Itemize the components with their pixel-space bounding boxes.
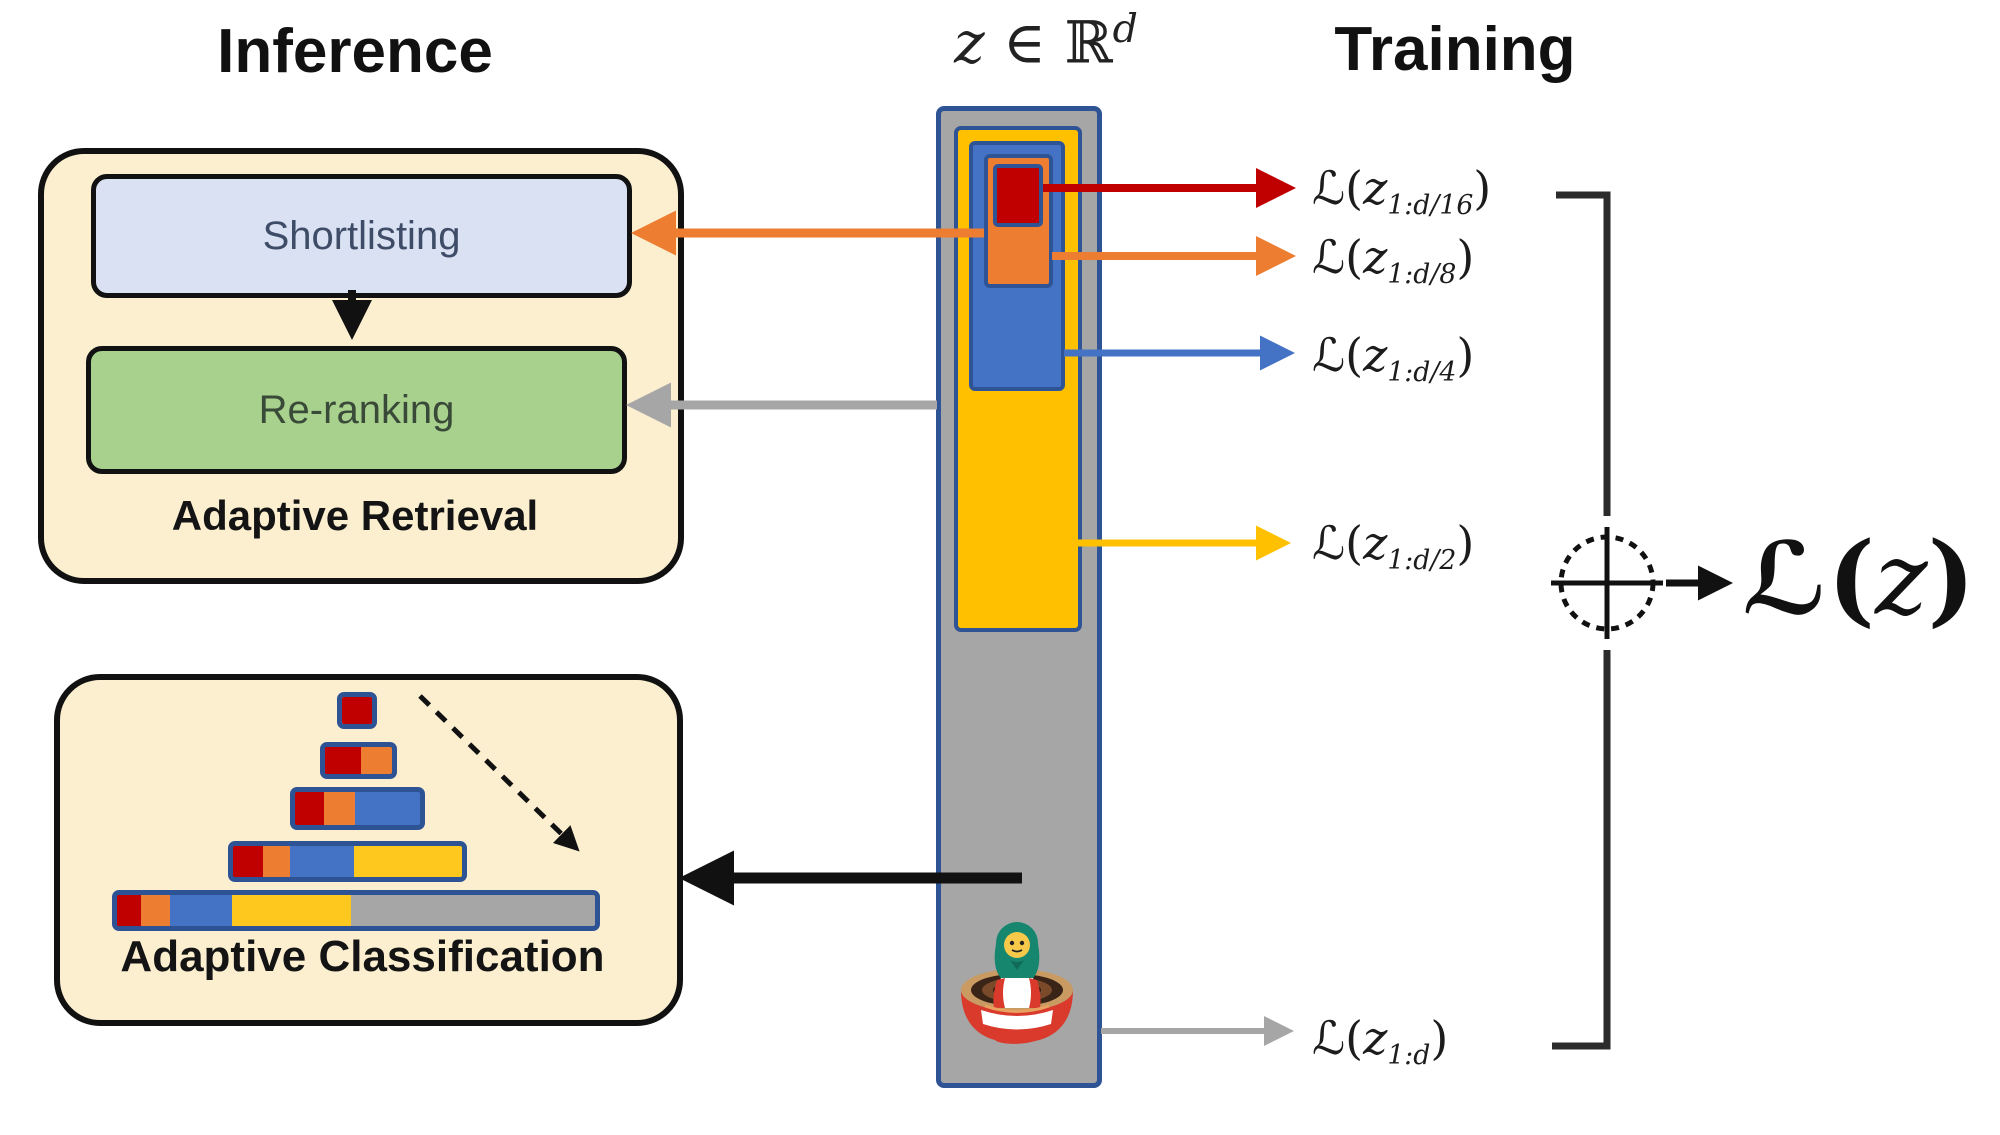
pyramid-row-2 <box>320 742 397 779</box>
pyramid-segment-orange <box>262 846 291 877</box>
loss-prefix: ℒ( <box>1312 1011 1364 1065</box>
loss-var: z <box>1363 230 1388 284</box>
reranking-box: Re-ranking <box>86 346 627 474</box>
total-loss-prefix: ℒ( <box>1742 519 1875 638</box>
loss-prefix: ℒ( <box>1312 161 1364 215</box>
pyramid-segment-blue <box>290 846 355 877</box>
loss-suffix: ) <box>1456 328 1475 382</box>
pyramid-segment-orange <box>140 895 170 926</box>
pyramid-row-5 <box>112 890 600 931</box>
loss-label-d16: ℒ(z1:d/16) <box>1312 161 1492 219</box>
loss-var: z <box>1363 161 1388 215</box>
pyramid-segment-red <box>295 792 324 825</box>
pyramid-segment-gray <box>351 895 595 926</box>
pyramid-segment-blue <box>169 895 232 926</box>
pyramid-segment-yellow <box>231 895 352 926</box>
loss-sum-bracket <box>1552 191 1611 1050</box>
pyramid-segment-red <box>233 846 263 877</box>
loss-suffix: ) <box>1456 230 1475 284</box>
shortlisting-label: Shortlisting <box>262 213 461 258</box>
loss-prefix: ℒ( <box>1312 328 1364 382</box>
pyramid-row-3 <box>290 787 425 830</box>
pyramid-row-1 <box>337 692 377 729</box>
embedding-set-membership: ∈ ℝ <box>984 8 1113 77</box>
shortlisting-box: Shortlisting <box>91 174 632 298</box>
pyramid-segment-yellow <box>354 846 462 877</box>
loss-subscript: 1:d/2 <box>1387 545 1457 577</box>
inference-title: Inference <box>217 17 493 86</box>
pyramid-segment-red <box>325 747 361 774</box>
sum-operator-icon <box>1558 534 1656 632</box>
pyramid-segment-red <box>342 697 372 724</box>
loss-prefix: ℒ( <box>1312 516 1364 570</box>
loss-var: z <box>1363 1011 1388 1065</box>
loss-var: z <box>1363 516 1388 570</box>
loss-label-d2: ℒ(z1:d/2) <box>1312 516 1475 574</box>
pyramid-row-4 <box>228 841 467 882</box>
adaptive-classification-label: Adaptive Classification <box>120 932 605 981</box>
embedding-dimension-label: z ∈ ℝd <box>896 6 1196 76</box>
loss-suffix: ) <box>1430 1011 1449 1065</box>
embedding-var: z <box>954 8 985 77</box>
pyramid-segment-orange <box>323 792 355 825</box>
loss-suffix: ) <box>1456 516 1475 570</box>
total-loss-label: ℒ(z) <box>1742 519 1975 637</box>
loss-suffix: ) <box>1473 161 1492 215</box>
loss-subscript: 1:d/8 <box>1387 259 1457 291</box>
reranking-label: Re-ranking <box>258 387 455 432</box>
total-loss-var: z <box>1874 520 1928 638</box>
matryoshka-doll-icon <box>961 922 1073 1044</box>
loss-subscript: 1:d/16 <box>1387 190 1474 222</box>
pyramid-segment-blue <box>355 792 420 825</box>
loss-subscript: 1:d <box>1387 1040 1431 1072</box>
loss-prefix: ℒ( <box>1312 230 1364 284</box>
adaptive-retrieval-label: Adaptive Retrieval <box>171 492 539 539</box>
training-title: Training <box>1334 15 1576 84</box>
loss-var: z <box>1363 328 1388 382</box>
loss-label-d8: ℒ(z1:d/8) <box>1312 230 1475 288</box>
loss-label-full-d: ℒ(z1:d) <box>1312 1011 1449 1069</box>
total-loss-suffix: ) <box>1927 519 1975 638</box>
embedding-dim-superscript: d <box>1112 6 1138 52</box>
pyramid-segment-red <box>117 895 141 926</box>
pyramid-segment-orange <box>360 747 392 774</box>
loss-subscript: 1:d/4 <box>1387 357 1457 389</box>
loss-label-d4: ℒ(z1:d/4) <box>1312 328 1475 386</box>
bar-segment-d-sixteenth <box>993 164 1043 227</box>
